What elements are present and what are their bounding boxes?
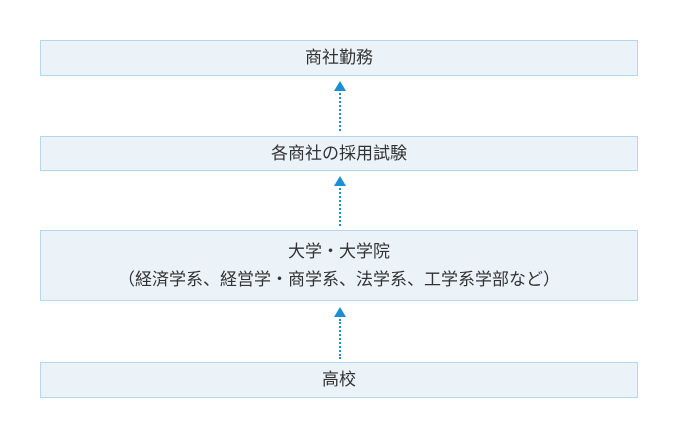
arrow-up-icon bbox=[333, 81, 347, 131]
arrow-up-icon bbox=[333, 307, 347, 359]
step-label: 各商社の採用試験 bbox=[271, 143, 407, 164]
step-high-school: 高校 bbox=[40, 362, 638, 398]
step-recruitment-exam: 各商社の採用試験 bbox=[40, 136, 638, 171]
arrow-up-icon bbox=[333, 176, 347, 226]
step-label: 大学・大学院 bbox=[288, 241, 390, 262]
step-label: 商社勤務 bbox=[305, 48, 373, 68]
step-university: 大学・大学院 （経済学系、経営学・商学系、法学系、工学系学部など） bbox=[40, 230, 638, 301]
step-sublabel: （経済学系、経営学・商学系、法学系、工学系学部など） bbox=[118, 269, 560, 290]
step-label: 高校 bbox=[322, 370, 356, 390]
step-trading-company-job: 商社勤務 bbox=[40, 40, 638, 76]
